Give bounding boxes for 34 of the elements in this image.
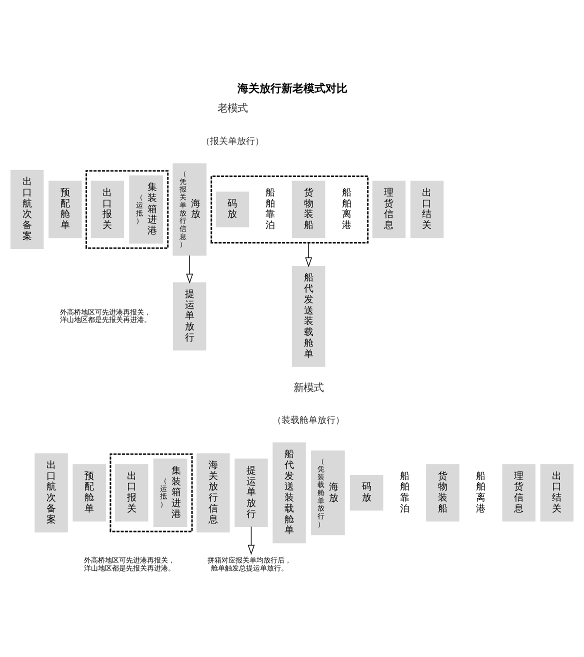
node-box: 出口报关 xyxy=(115,464,148,522)
node-box: 码放 xyxy=(216,192,250,228)
node-box: 船代发送装载舱单 xyxy=(272,442,306,544)
arrow xyxy=(248,526,255,555)
label: 老模式 xyxy=(217,102,248,115)
node-box: 出口报关 xyxy=(90,180,124,238)
node-box: 海关放行信息 xyxy=(196,453,230,532)
label: （装载舱单放行） xyxy=(272,416,345,426)
cluster xyxy=(110,453,193,532)
node-text: 船舶离港 xyxy=(342,187,352,232)
arrow xyxy=(305,242,312,268)
arrow xyxy=(186,255,194,284)
node-text: 船舶靠泊 xyxy=(266,187,276,232)
node-box: 预配舱单 xyxy=(72,464,106,522)
node-text: 船舶离港 xyxy=(476,470,486,514)
node-text: 船舶靠泊 xyxy=(400,470,410,514)
diagram-title: 海关放行新老模式对比 xyxy=(237,82,348,95)
label: （报关单放行） xyxy=(200,136,264,147)
node-box: 货物装船 xyxy=(292,180,326,238)
node-box: 出口结关 xyxy=(540,464,574,522)
node-box: 码放 xyxy=(350,475,384,511)
cluster xyxy=(210,176,369,244)
node-box: 出口结关 xyxy=(410,180,444,238)
node-box: 预配舱单 xyxy=(48,180,82,238)
node-box: 出口航次备案 xyxy=(34,453,68,532)
node-box: 提运单放行 xyxy=(172,282,206,351)
node-box: 船代发送装载舱单 xyxy=(292,266,326,367)
node-box: 理货信息 xyxy=(502,464,536,522)
node-box: 货物装船 xyxy=(426,464,460,522)
cluster xyxy=(86,170,169,249)
node-box: 理货信息 xyxy=(372,180,406,238)
node-box: 出口航次备案 xyxy=(10,170,44,250)
label: 新模式 xyxy=(294,382,324,394)
node-box: 提运单放行 xyxy=(234,458,268,527)
